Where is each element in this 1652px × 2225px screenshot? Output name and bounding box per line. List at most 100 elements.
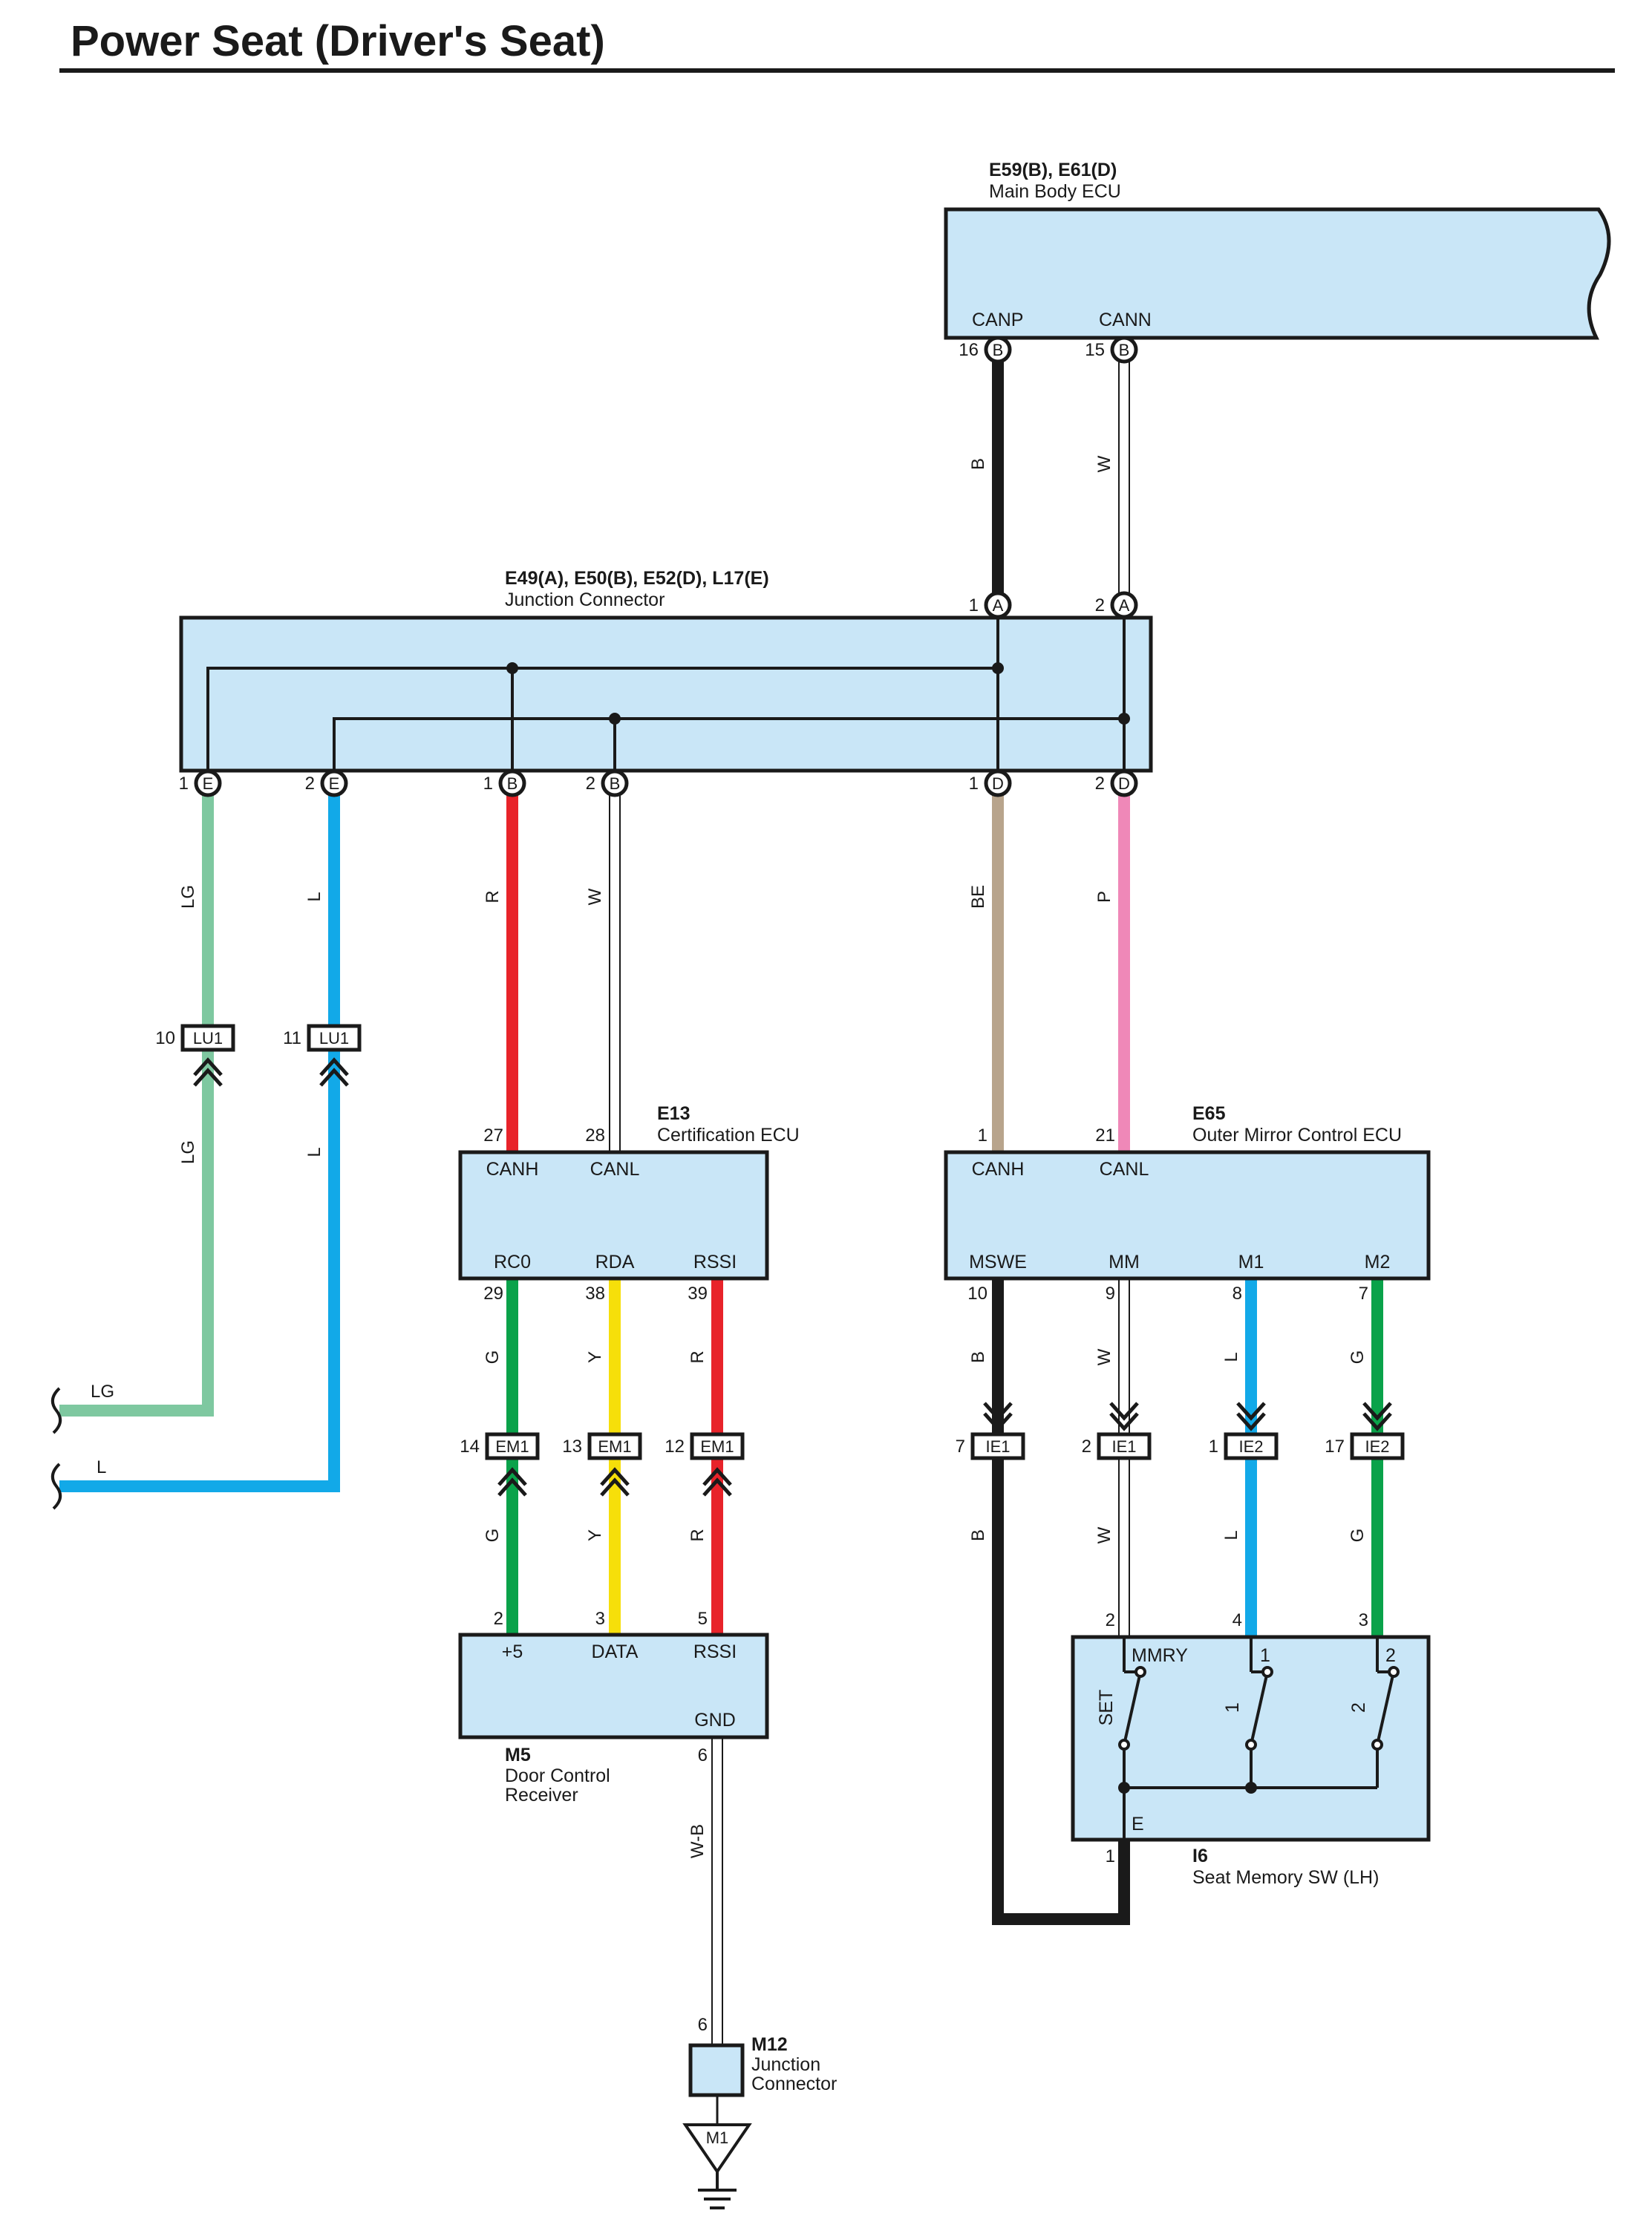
component-name: Main Body ECU <box>989 181 1121 202</box>
component-name: Receiver <box>505 1785 578 1806</box>
splice-dot <box>1245 1782 1257 1794</box>
pin-label: MM <box>1109 1252 1140 1272</box>
wire-color-label: L <box>1221 1352 1241 1362</box>
outer-mirror-control-ecu: E65 Outer Mirror Control ECU 1 21 CANH C… <box>944 1103 1431 1304</box>
pin-circle <box>1110 591 1138 619</box>
wire-break-icon <box>50 1463 62 1510</box>
pin-label: RC0 <box>494 1252 531 1272</box>
inline-connector-em1-12: EM1 12 <box>665 1432 745 1460</box>
certification-ecu: E13 Certification ECU 27 28 CANH CANL RC… <box>458 1103 800 1304</box>
pin-connector: B <box>1119 341 1130 359</box>
wire-color-label: G <box>483 1350 503 1365</box>
splice-dot <box>1118 713 1130 725</box>
pin-number: 2 <box>586 774 595 794</box>
component-name: Connector <box>751 2074 837 2094</box>
pin-circle <box>601 769 629 797</box>
inline-connector-ie1-7: IE1 7 <box>956 1432 1025 1460</box>
switch-label: SET <box>1096 1690 1117 1726</box>
wire-color-label: LG <box>178 1140 198 1164</box>
wire-break-icon <box>50 1387 62 1434</box>
pin-label: RSSI <box>693 1252 737 1272</box>
pin-number: 10 <box>155 1028 175 1048</box>
main-body-ecu: E59(B), E61(D) Main Body ECU CANP CANN B… <box>944 160 1611 364</box>
pin-number: 16 <box>959 340 979 360</box>
pin-circle <box>984 769 1012 797</box>
pin-label: M1 <box>1238 1252 1264 1272</box>
junction-connector-m12: 6 M12 Junction Connector <box>688 2015 837 2097</box>
component-name: Junction <box>751 2054 820 2075</box>
pin-number: 1 <box>978 1125 987 1146</box>
pin-connector: D <box>992 774 1004 793</box>
inline-connector-lu1-10: LU1 10 <box>155 1024 235 1052</box>
splice-dot <box>1118 1782 1130 1794</box>
pin-label: CANH <box>486 1159 539 1180</box>
wire-color-label: R <box>688 1350 708 1363</box>
wire-mswe <box>992 1278 1130 1925</box>
pin-number: 1 <box>1106 1846 1115 1866</box>
pin-label: RDA <box>595 1252 635 1272</box>
pin-number: 2 <box>1095 595 1105 615</box>
pin-connector: A <box>1119 596 1130 615</box>
pin-number: 1 <box>1209 1437 1218 1457</box>
switch-label: 2 <box>1348 1702 1369 1713</box>
pin-number: 1 <box>179 774 189 794</box>
wire-color-label: LG <box>178 885 198 909</box>
ground-symbol: M1 <box>682 2123 752 2209</box>
connector-name: LU1 <box>193 1029 223 1048</box>
pin-label: 1 <box>1260 1645 1270 1666</box>
pin-number: 8 <box>1233 1284 1242 1304</box>
component-code: E65 <box>1192 1103 1226 1124</box>
pin-number: 12 <box>665 1437 685 1457</box>
wire-color-label: B <box>968 458 988 470</box>
component-name: Outer Mirror Control ECU <box>1192 1125 1402 1146</box>
component-name: Door Control <box>505 1765 610 1786</box>
page-title: Power Seat (Driver's Seat) <box>71 17 605 65</box>
component-code: M12 <box>751 2034 788 2055</box>
connector-name: IE2 <box>1365 1437 1389 1456</box>
pin-circle <box>194 769 222 797</box>
splice-dot <box>609 713 621 725</box>
pin-number: 17 <box>1325 1437 1345 1457</box>
pin-number: 5 <box>698 1609 708 1629</box>
pin-number: 21 <box>1095 1125 1115 1146</box>
wire-color-label: W <box>1094 455 1114 472</box>
pin-connector: E <box>203 774 214 793</box>
wire-l <box>59 783 340 1492</box>
seat-memory-switch: 2 4 3 MMRY 1 2 <box>1071 1610 1431 1888</box>
pin-circle <box>1110 336 1138 364</box>
wire-color-label: W <box>1094 1526 1114 1543</box>
pin-number: 9 <box>1106 1284 1115 1304</box>
wire-exit-label: L <box>97 1457 106 1477</box>
door-control-receiver: 2 3 5 +5 DATA RSSI GND 6 M5 Door Control… <box>458 1609 769 1806</box>
pin-label: CANL <box>590 1159 640 1180</box>
pin-number: 3 <box>1359 1610 1368 1630</box>
wire-color-label: L <box>304 1147 324 1157</box>
wire-color-label: Y <box>585 1529 605 1541</box>
pin-number: 39 <box>688 1284 708 1304</box>
pin-number: 1 <box>969 774 979 794</box>
pin-circle <box>984 336 1012 364</box>
splice-dot <box>992 662 1004 674</box>
component-code: M5 <box>505 1745 531 1765</box>
pin-number: 2 <box>1106 1610 1115 1630</box>
connector-name: IE1 <box>985 1437 1010 1456</box>
pin-label: GND <box>694 1710 736 1731</box>
wire-color-label: L <box>304 892 324 901</box>
pin-number: 2 <box>1082 1437 1091 1457</box>
pin-number: 10 <box>967 1284 987 1304</box>
wire-color-labels: B W LG L LG L R W BE P G Y R G Y R B W L… <box>178 455 1368 1858</box>
inline-connector-em1-14: EM1 14 <box>460 1432 540 1460</box>
wire-color-label: B <box>968 1529 988 1541</box>
pin-number: 29 <box>483 1284 503 1304</box>
wire-color-label: R <box>483 890 503 903</box>
pin-label: DATA <box>592 1641 639 1662</box>
wire-lg <box>59 783 214 1417</box>
pin-number: 13 <box>562 1437 582 1457</box>
junction-connector: E49(A), E50(B), E52(D), L17(E) Junction … <box>179 568 1153 797</box>
component-code: E13 <box>657 1103 690 1124</box>
pin-label: +5 <box>502 1641 523 1662</box>
pin-label: MMRY <box>1132 1645 1188 1666</box>
pin-number: 1 <box>483 774 493 794</box>
pin-label: RSSI <box>693 1641 737 1662</box>
